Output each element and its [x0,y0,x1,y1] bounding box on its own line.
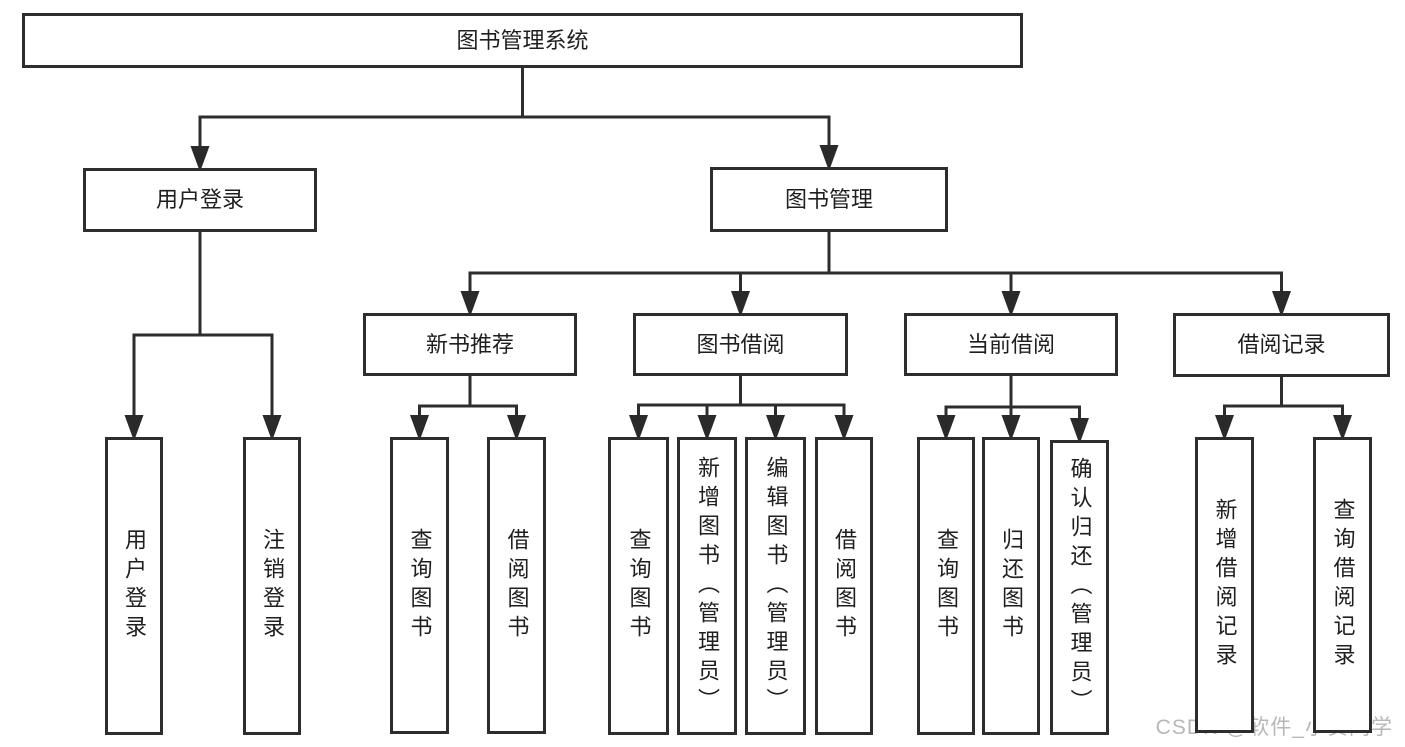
node-ul-logout: 注销登录 [243,437,301,735]
node-bb-borrow: 借阅图书 [815,437,873,735]
node-book-mgmt: 图书管理 [710,167,948,232]
node-label: 查询借阅记录 [1330,498,1356,672]
node-label: 图书管理 [784,186,873,212]
node-root: 图书管理系统 [22,13,1023,68]
node-label: 编辑图书（管理员） [763,455,789,717]
node-borrow-record: 借阅记录 [1173,313,1390,377]
node-bb-query: 查询图书 [608,437,669,735]
node-cb-return: 归还图书 [982,437,1040,735]
node-label: 查询图书 [626,528,652,644]
node-label: 注销登录 [260,528,285,644]
node-label: 图书借阅 [696,331,785,357]
node-label: 用户登录 [155,187,244,212]
node-label: 查询图书 [407,527,433,644]
node-label: 新增图书（管理员） [695,455,720,717]
node-book-borrow: 图书借阅 [633,313,848,376]
node-cb-query: 查询图书 [917,437,975,735]
node-nb-query: 查询图书 [390,437,449,734]
node-label: 借阅图书 [832,528,857,644]
node-label: 借阅记录 [1237,332,1326,357]
node-label: 当前借阅 [966,331,1055,357]
node-cb-confirm: 确认归还（管理员） [1050,440,1109,735]
node-br-add: 新增借阅记录 [1195,437,1254,733]
node-current-borrow: 当前借阅 [904,313,1118,376]
node-label: 查询图书 [934,528,959,644]
node-label: 借阅图书 [504,527,530,644]
node-new-book-rec: 新书推荐 [363,313,577,376]
node-bb-add: 新增图书（管理员） [677,437,737,735]
node-user-login: 用户登录 [83,168,317,232]
node-label: 新增借阅记录 [1212,498,1238,672]
node-label: 确认归还（管理员） [1067,457,1093,718]
node-br-query: 查询借阅记录 [1313,437,1372,733]
node-label: 图书管理系统 [456,27,589,53]
node-nb-borrow: 借阅图书 [487,437,546,734]
node-label: 新书推荐 [425,331,514,357]
node-bb-edit: 编辑图书（管理员） [745,437,806,735]
node-ul-login: 用户登录 [105,437,163,735]
node-label: 归还图书 [999,528,1024,644]
node-label: 用户登录 [122,528,147,644]
